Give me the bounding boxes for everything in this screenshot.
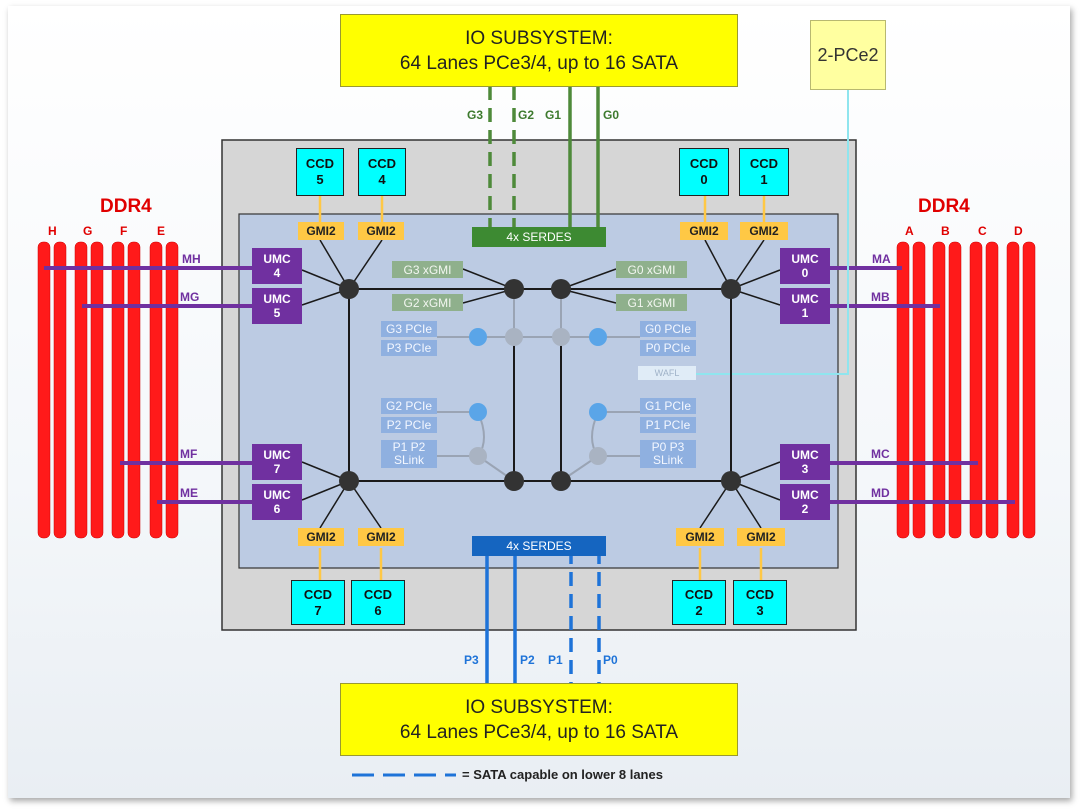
link-mf: MF — [180, 447, 198, 461]
serdes-top: 4x SERDES — [472, 227, 606, 247]
dimm-bars-left — [37, 241, 179, 539]
top-links — [488, 86, 600, 228]
channel-a: A — [905, 224, 914, 238]
link-mc: MC — [871, 447, 890, 461]
gmi2-ccd4: GMI2 — [358, 222, 404, 240]
link-mg: MG — [180, 290, 200, 304]
pcie-hubs — [469, 328, 607, 465]
channel-c: C — [978, 224, 987, 238]
g0-pcie: G0 PCIe — [640, 321, 696, 337]
link-ma: MA — [872, 252, 891, 266]
legend-text: = SATA capable on lower 8 lanes — [462, 767, 663, 782]
gmi2-ccd5: GMI2 — [298, 222, 344, 240]
ddr4-right-label: DDR4 — [918, 196, 970, 217]
channel-e: E — [157, 224, 166, 238]
fabric-hubs — [339, 279, 741, 491]
pce2-box: 2-PCe2 — [810, 20, 886, 90]
io-bottom-subtitle: 64 Lanes PCe3/4, up to 16 SATA — [399, 721, 679, 743]
channel-b: B — [941, 224, 950, 238]
io-die — [238, 213, 839, 569]
gmi2-ccd1: GMI2 — [740, 222, 788, 240]
io-top-title: IO SUBSYSTEM: — [465, 27, 613, 49]
channel-f: F — [120, 224, 128, 238]
link-p2: P2 — [520, 653, 535, 667]
ddr4-left-label: DDR4 — [100, 196, 152, 217]
wafl-block: WAFL — [638, 366, 696, 380]
io-top-subtitle: 64 Lanes PCe3/4, up to 16 SATA — [399, 52, 679, 74]
gmi2-ccd2: GMI2 — [676, 528, 724, 546]
pce2-link — [696, 88, 849, 375]
gmi2-ccd3: GMI2 — [737, 528, 785, 546]
g0-xgmi: G0 xGMI — [616, 261, 687, 278]
link-mb: MB — [871, 290, 890, 304]
g1-pcie: G1 PCIe — [640, 398, 696, 414]
p3-pcie: P3 PCIe — [381, 340, 437, 356]
io-subsystem-bottom: IO SUBSYSTEM: 64 Lanes PCe3/4, up to 16 … — [340, 683, 738, 756]
p1-pcie: P1 PCIe — [640, 417, 696, 433]
g2-pcie: G2 PCIe — [381, 398, 437, 414]
serdes-bottom: 4x SERDES — [472, 536, 606, 556]
link-g0: G0 — [603, 108, 620, 122]
link-mh: MH — [182, 252, 201, 266]
io-subsystem-top: IO SUBSYSTEM: 64 Lanes PCe3/4, up to 16 … — [340, 14, 738, 87]
link-g2: G2 — [518, 108, 535, 122]
dimm-bars-right — [896, 241, 1036, 539]
gmi2-ccd0: GMI2 — [680, 222, 728, 240]
link-p0: P0 — [603, 653, 618, 667]
gmi2-ccd6: GMI2 — [358, 528, 404, 546]
link-p1: P1 — [548, 653, 563, 667]
link-g3: G3 — [467, 108, 484, 122]
link-p3: P3 — [464, 653, 479, 667]
gmi-links — [318, 196, 766, 580]
g3-pcie: G3 PCIe — [381, 321, 437, 337]
g2-xgmi: G2 xGMI — [392, 294, 463, 311]
link-me: ME — [180, 486, 198, 500]
g3-xgmi: G3 xGMI — [392, 261, 463, 278]
channel-g: G — [83, 224, 93, 238]
p2-pcie: P2 PCIe — [381, 417, 437, 433]
p0-pcie: P0 PCIe — [640, 340, 696, 356]
channel-h: H — [48, 224, 57, 238]
g1-xgmi: G1 xGMI — [616, 294, 687, 311]
io-bottom-title: IO SUBSYSTEM: — [465, 696, 613, 718]
link-md: MD — [871, 486, 890, 500]
bottom-links — [485, 550, 601, 683]
link-g1: G1 — [545, 108, 562, 122]
channel-d: D — [1014, 224, 1023, 238]
gmi2-ccd7: GMI2 — [298, 528, 344, 546]
